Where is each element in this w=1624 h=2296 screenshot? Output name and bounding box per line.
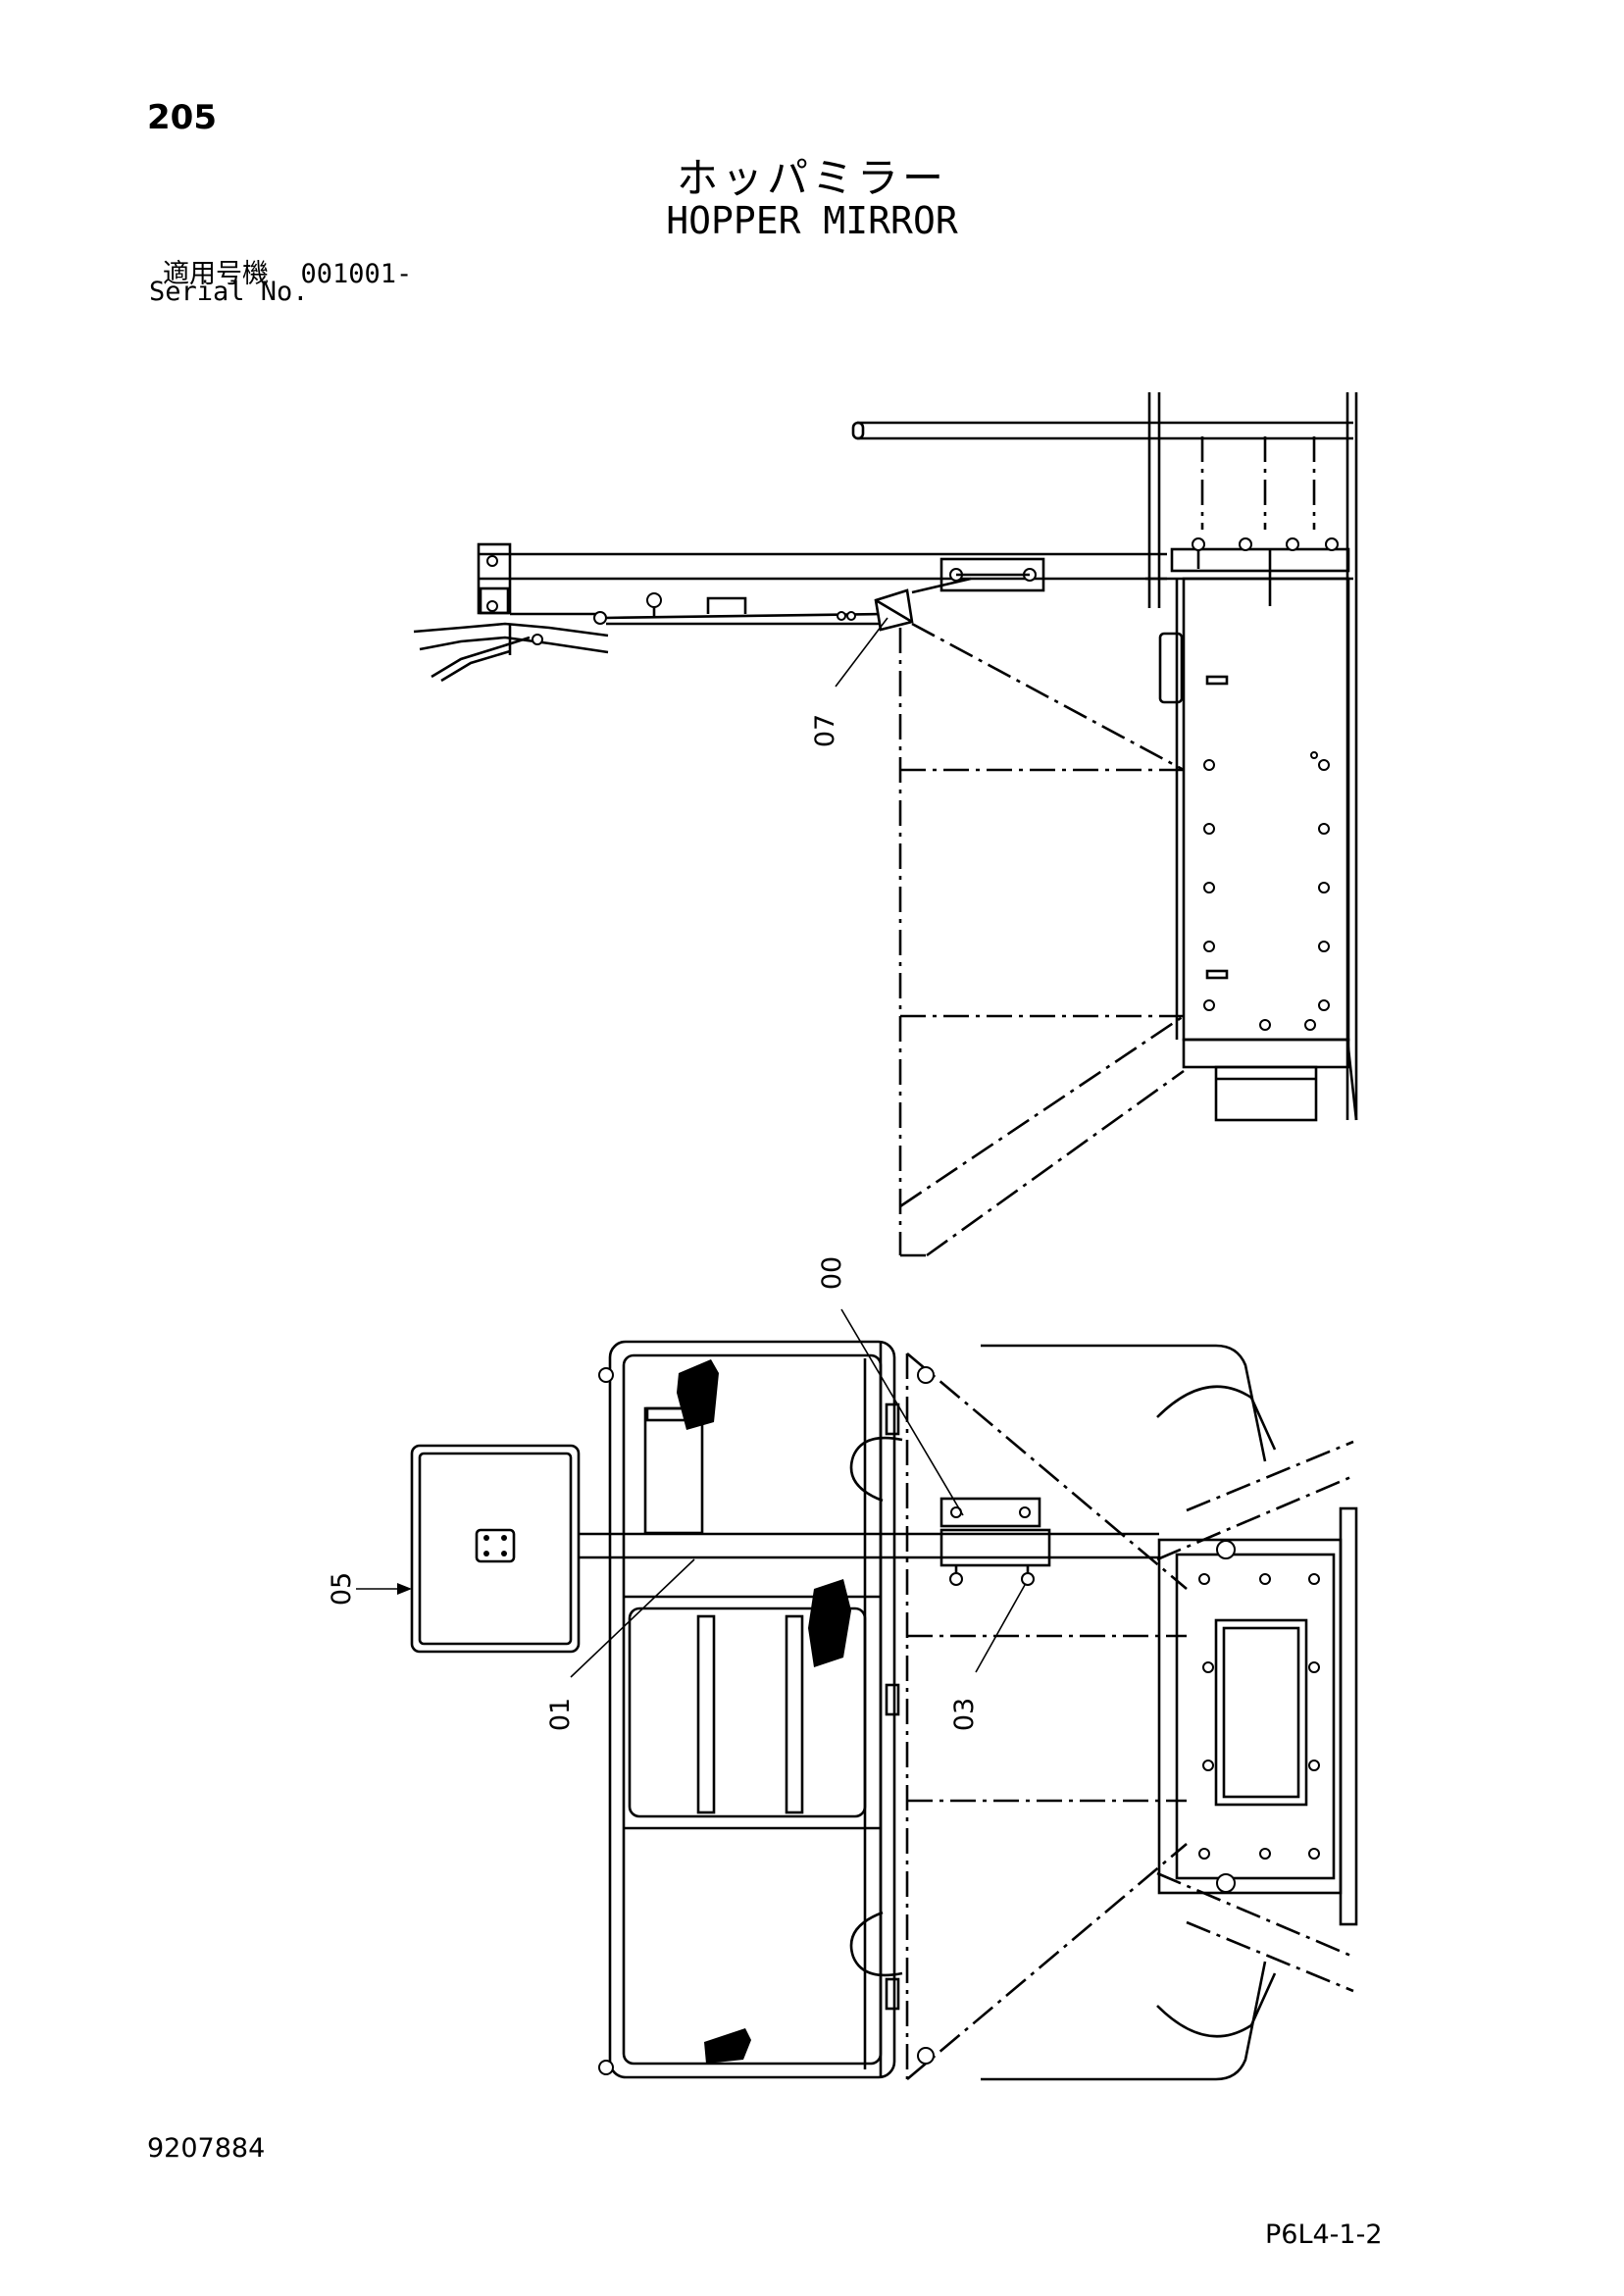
callout-label-05: 05 [327, 1572, 357, 1606]
serial-label-jp: 適用号機 [163, 259, 269, 289]
page-code: P6L4-1-2 [1265, 2219, 1383, 2250]
side-view [413, 392, 1358, 1257]
callout-label-00: 00 [817, 1256, 847, 1290]
page-number: 205 [147, 98, 217, 137]
serial-value: 001001- [300, 259, 413, 289]
callout-01: 01 [545, 1558, 695, 1731]
callout-label-01: 01 [545, 1698, 576, 1731]
title-japanese: ホッパミラー [676, 154, 947, 202]
plan-bolts [1198, 1573, 1320, 1860]
callout-03: 03 [949, 1584, 1026, 1731]
serial-applicable: 適用号機 001001- [163, 252, 412, 290]
plan-view [410, 1340, 1358, 2081]
hopper-bolts [1203, 751, 1330, 1031]
callout-label-03: 03 [949, 1698, 980, 1731]
serial-label-en: Serial No. [149, 277, 309, 307]
callout-05: 05 [327, 1572, 412, 1606]
title-english: HOPPER MIRROR [666, 199, 958, 242]
document-number: 9207884 [147, 2133, 266, 2164]
callout-07: 07 [810, 617, 888, 747]
callout-label-07: 07 [810, 714, 840, 747]
mesh-upper [677, 1359, 851, 2064]
callout-00: 00 [817, 1256, 964, 1516]
